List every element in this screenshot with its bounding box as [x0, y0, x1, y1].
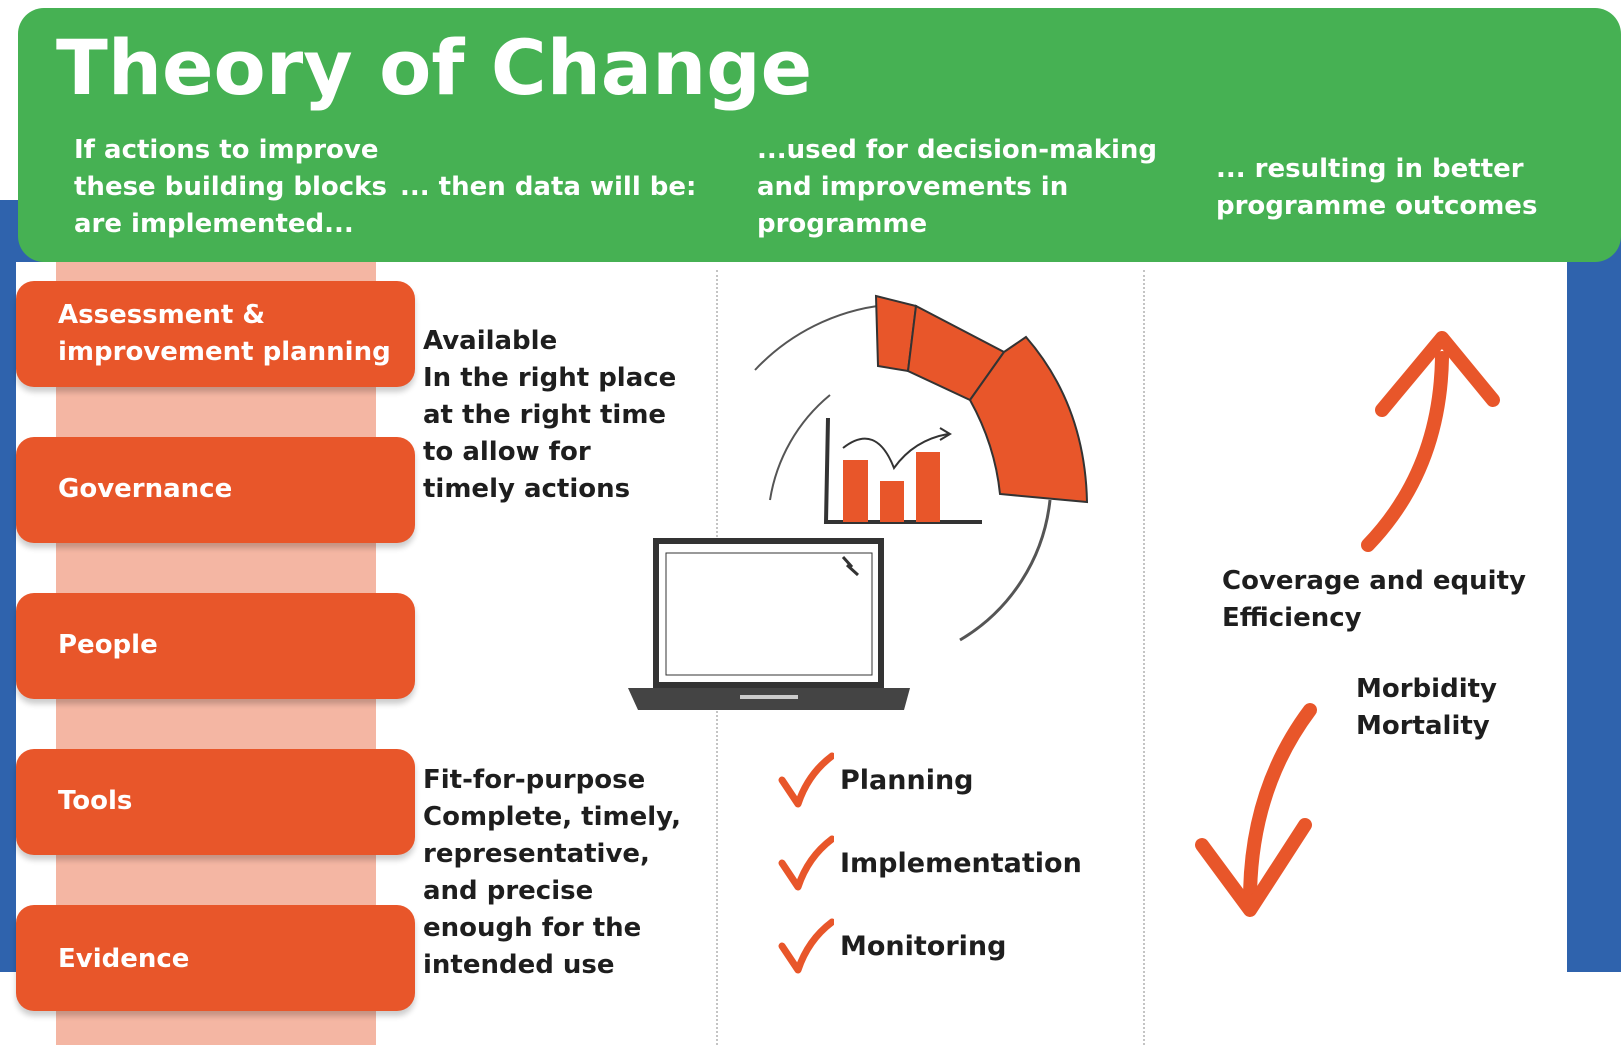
block-label-people: People — [58, 630, 158, 660]
block-tools — [16, 749, 415, 855]
use-label-planning: Planning — [840, 764, 974, 796]
laptop-icon — [628, 538, 910, 710]
column-header-outcomes: ... resulting in better programme outcom… — [1216, 154, 1538, 221]
outcomes-decrease: Morbidity Mortality — [1356, 674, 1497, 741]
data-illustration — [628, 294, 1089, 710]
data-qualities-timeliness: Available In the right place at the righ… — [423, 326, 677, 504]
outcomes-increase: Coverage and equity Efficiency — [1222, 566, 1526, 633]
block-assessment — [16, 281, 415, 387]
outcome-arrows — [1195, 331, 1500, 917]
block-label-governance: Governance — [58, 474, 233, 504]
column-header-decisions: ...used for decision-making and improvem… — [757, 135, 1158, 239]
block-label-assessment: Assessment & improvement planning — [58, 300, 391, 367]
gauge-arc-icon — [754, 294, 1089, 642]
arrow-up-icon — [1361, 331, 1500, 552]
bar-chart-icon — [823, 417, 982, 524]
checkmark-icon — [778, 835, 834, 891]
block-label-tools: Tools — [58, 786, 133, 816]
block-evidence — [16, 905, 415, 1011]
column-header-actions: If actions to improve these building blo… — [74, 135, 387, 239]
arrow-down-icon — [1195, 703, 1317, 917]
data-qualities-quality: Fit-for-purpose Complete, timely, repres… — [423, 765, 681, 980]
column-divider — [1143, 270, 1145, 1045]
checkmark-icon — [778, 752, 834, 808]
block-label-evidence: Evidence — [58, 944, 190, 974]
use-label-monitoring: Monitoring — [840, 930, 1007, 962]
header-banner — [18, 8, 1621, 262]
checkmark-icon — [778, 918, 834, 974]
page-title: Theory of Change — [56, 23, 813, 112]
block-governance — [16, 437, 415, 543]
block-people — [16, 593, 415, 699]
column-header-data: ... then data will be: — [400, 172, 697, 202]
use-item-implementation: Implementation — [778, 835, 1082, 891]
use-item-monitoring: Monitoring — [778, 918, 1006, 974]
use-label-implementation: Implementation — [840, 847, 1082, 879]
use-item-planning: Planning — [778, 752, 974, 808]
